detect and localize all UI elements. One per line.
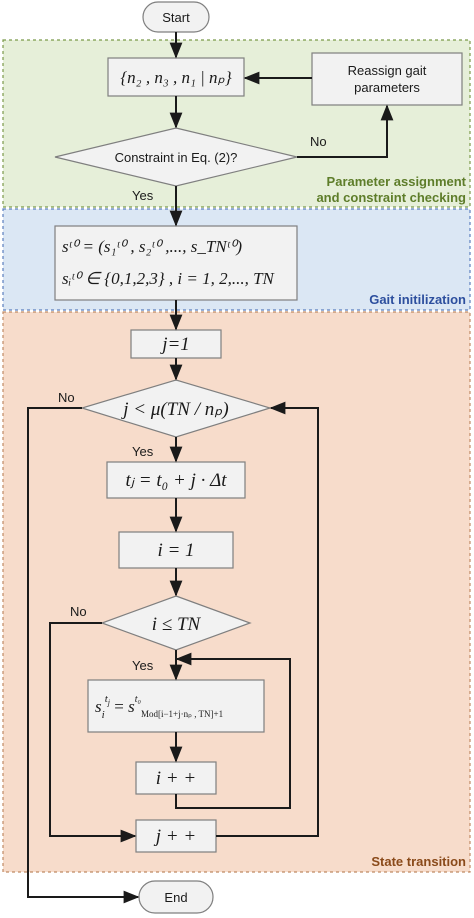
- j-check-label: j < μ(TN / nₚ): [120, 399, 228, 420]
- label-yes-constraint: Yes: [132, 188, 154, 203]
- reassign-box: [311, 52, 463, 106]
- init-label-line2: sᵢᵗ⁰ ∈ {0,1,2,3} , i = 1, 2,..., TN: [62, 269, 276, 288]
- init-label-line1: sᵗ⁰ = (s₁ᵗ⁰ , s₂ᵗ⁰ ,..., s_TNᵗ⁰): [62, 237, 242, 256]
- gait-params-label: {n₂ , n₃ , n₁ | nₚ}: [120, 68, 231, 87]
- t-update-label: tⱼ = t₀ + j · Δt: [125, 470, 227, 491]
- constraint-label: Constraint in Eq. (2)?: [115, 150, 238, 165]
- end-label: End: [164, 890, 187, 905]
- i-init-label: i = 1: [157, 540, 194, 561]
- section-title-gait-init: Gait initilization: [369, 292, 466, 307]
- i-check-label: i ≤ TN: [152, 614, 202, 635]
- reassign-label-line2: parameters: [354, 80, 420, 95]
- label-no-constraint: No: [310, 134, 327, 149]
- section-title-parameter-line2: and constraint checking: [316, 190, 466, 205]
- state-update-box: [87, 679, 265, 733]
- j-inc-label: j + +: [153, 826, 196, 847]
- start-label: Start: [162, 10, 190, 25]
- label-no-j: No: [58, 390, 75, 405]
- label-yes-j: Yes: [132, 444, 154, 459]
- i-inc-label: i + +: [156, 768, 196, 789]
- j-init-label: j=1: [159, 334, 190, 355]
- edge-iinc-loop: [175, 652, 291, 809]
- section-title-state-transition: State transition: [371, 854, 466, 869]
- edge-icheck-no: [49, 622, 137, 843]
- edge-jinc-loop: [216, 401, 319, 837]
- reassign-label-line1: Reassign gait: [348, 63, 427, 78]
- edge-constraint-no: [297, 104, 394, 158]
- t-update-box: [106, 461, 246, 499]
- label-no-i: No: [70, 604, 87, 619]
- edge-jcheck-no: [27, 407, 140, 904]
- i-init-box: [118, 531, 234, 569]
- section-title-parameter-line1: Parameter assignment: [327, 174, 467, 189]
- label-yes-i: Yes: [132, 658, 154, 673]
